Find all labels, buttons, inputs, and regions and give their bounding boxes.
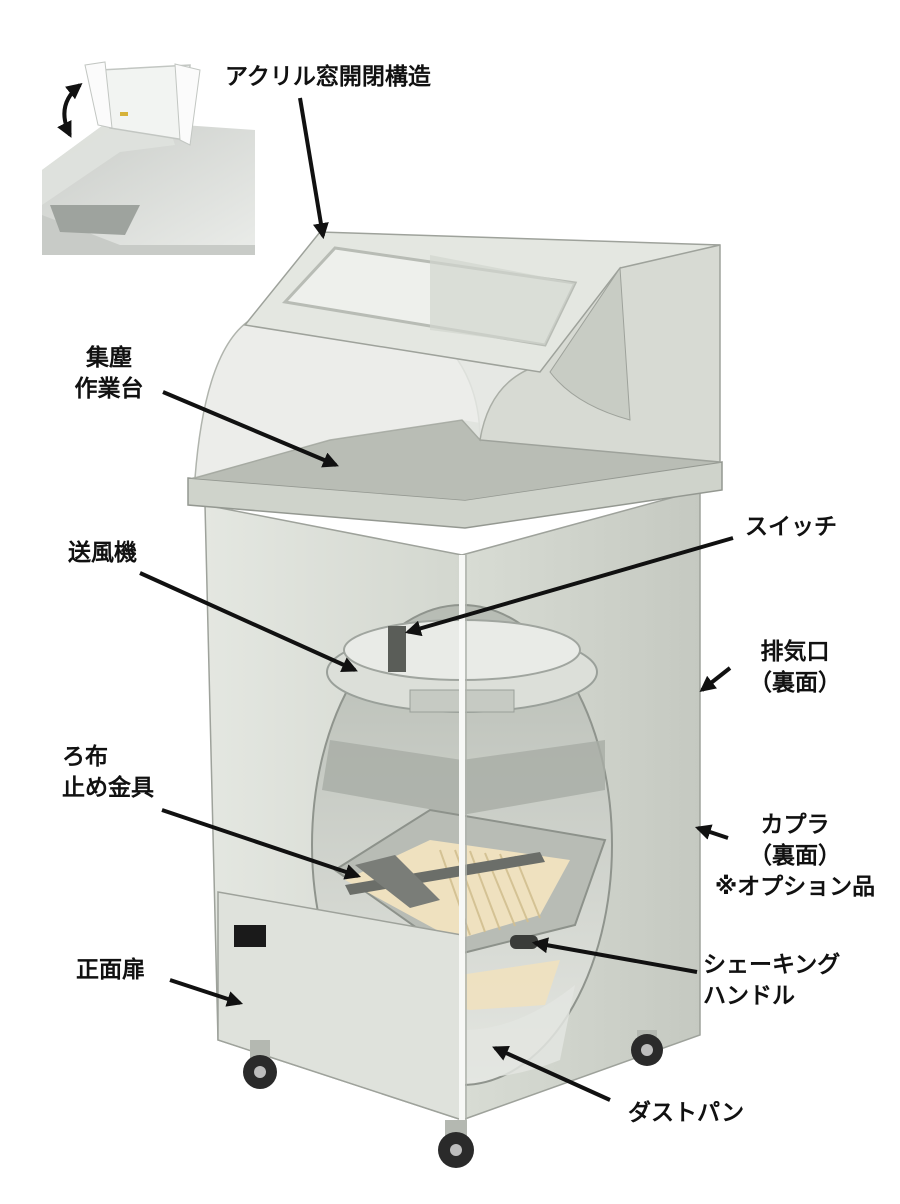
- arrow-coupler: [694, 824, 729, 840]
- dust-collector-cabinet: [187, 231, 723, 1168]
- door-latch: [234, 925, 266, 947]
- label-filter-clamp-line2: 止め金具: [62, 775, 154, 801]
- label-coupler-line1: カプラ: [760, 812, 830, 838]
- switch-box: [388, 626, 406, 672]
- label-exhaust-line2: （裏面）: [749, 670, 841, 696]
- label-dust-pan: ダストパン: [628, 1100, 745, 1126]
- rotate-arrow-icon: [57, 82, 83, 138]
- arrow-acrylic-window: [298, 97, 329, 240]
- label-switch: スイッチ: [745, 514, 837, 540]
- label-blower: 送風機: [68, 540, 137, 566]
- arrow-switch: [404, 536, 734, 637]
- label-coupler: カプラ （裏面） ※オプション品: [700, 810, 890, 903]
- label-exhaust: 排気口 （裏面）: [735, 637, 855, 699]
- label-acrylic-window: アクリル窓開閉構造: [225, 64, 431, 90]
- label-filter-clamp-line1: ろ布: [62, 744, 108, 770]
- arrow-dust-pan: [492, 1045, 611, 1102]
- acrylic-window-thumbnail: [40, 55, 270, 255]
- caster-wheels: [243, 1030, 663, 1168]
- label-front-door: 正面扉: [76, 957, 145, 983]
- label-shaking-handle-line2: ハンドル: [703, 983, 795, 1009]
- arrow-dust-table: [162, 390, 339, 468]
- label-filter-clamp: ろ布 止め金具: [62, 742, 154, 804]
- label-dust-table-line2: 作業台: [74, 376, 144, 402]
- arrow-filter-clamp: [161, 808, 362, 880]
- arrow-shaking-handle: [531, 937, 698, 974]
- arrow-front-door: [169, 978, 244, 1007]
- label-coupler-line3: ※オプション品: [714, 874, 876, 900]
- label-exhaust-line1: 排気口: [760, 639, 830, 665]
- arrow-exhaust: [699, 666, 732, 692]
- label-shaking-handle: シェーキング ハンドル: [703, 950, 840, 1012]
- label-dust-table: 集塵 作業台: [54, 343, 164, 405]
- callout-arrows: [139, 97, 734, 1102]
- label-coupler-line2: （裏面）: [749, 843, 841, 869]
- arrow-blower: [139, 571, 358, 673]
- label-dust-table-line1: 集塵: [86, 345, 132, 371]
- label-shaking-handle-line1: シェーキング: [703, 952, 841, 978]
